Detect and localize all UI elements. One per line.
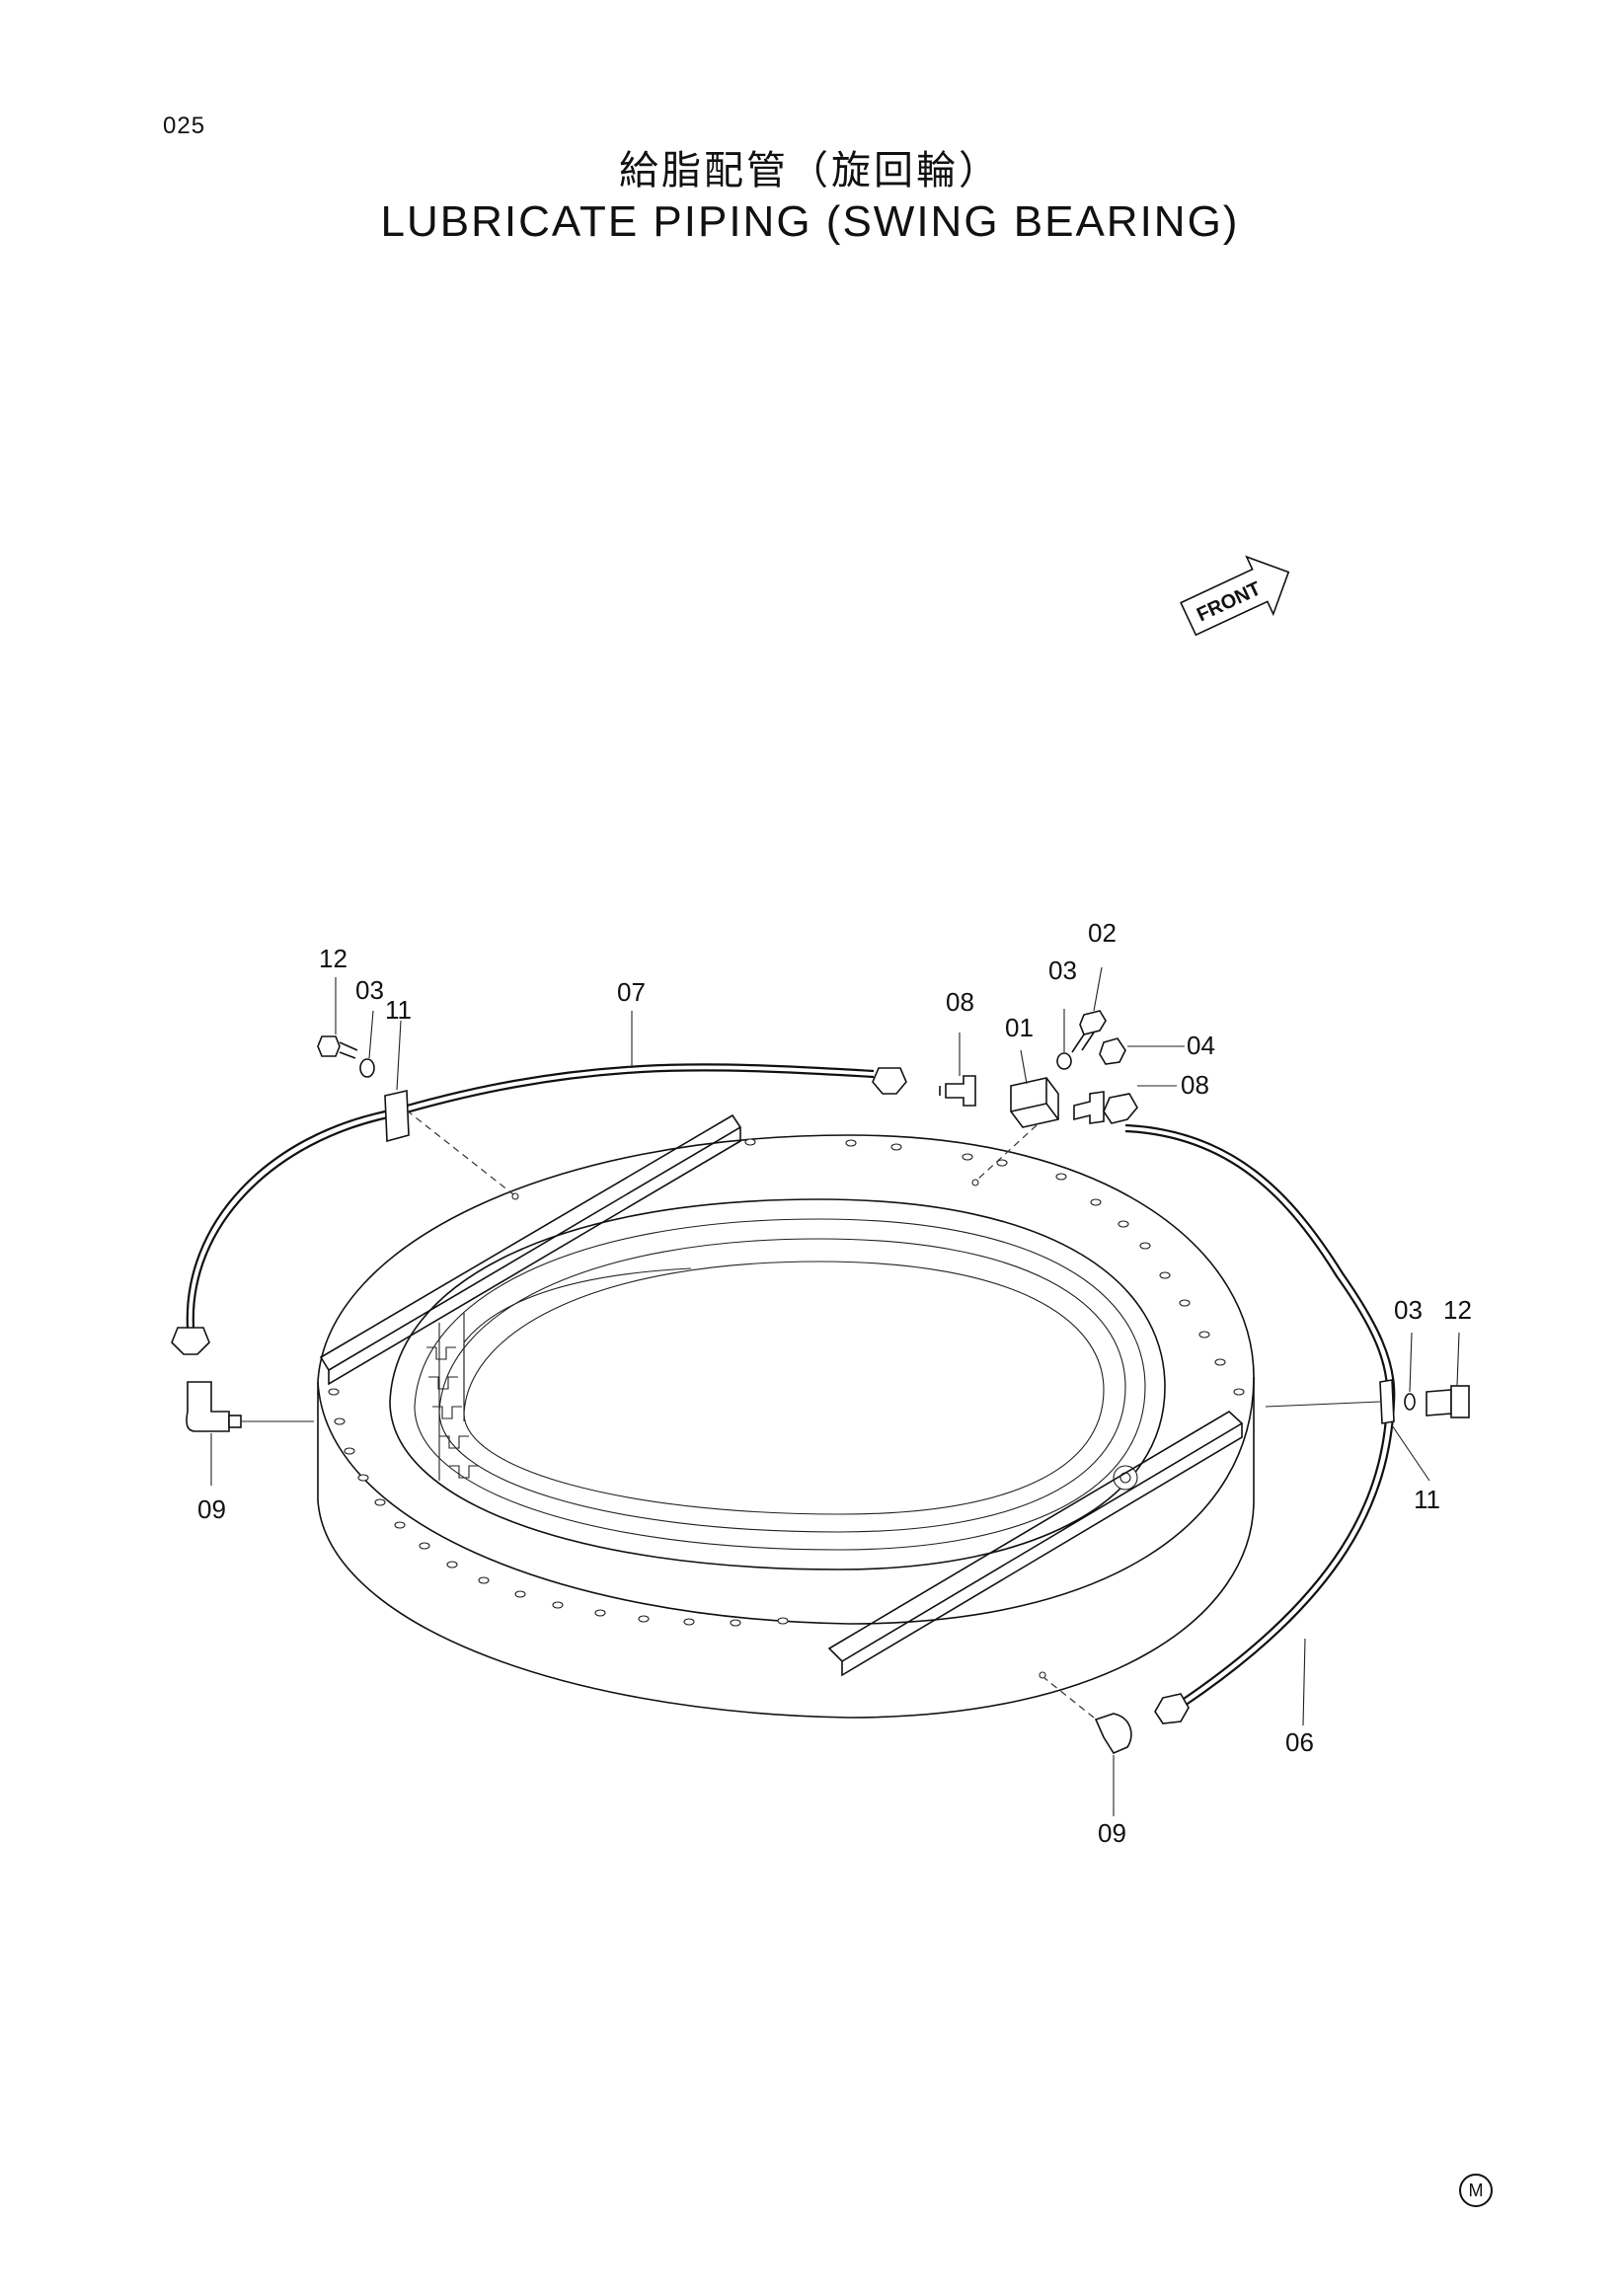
bolt-12-right [1426, 1389, 1452, 1416]
pipe-nut-top [872, 1067, 907, 1095]
washer-03-top [1056, 1052, 1072, 1070]
callout-03-left: 03 [355, 975, 384, 1005]
corner-mark: M [1459, 2174, 1493, 2207]
callout-09-left: 09 [197, 1494, 226, 1524]
callouts: 12 03 11 07 08 01 03 02 04 08 03 12 11 0… [197, 918, 1472, 1848]
ring-inner-wall [463, 1267, 692, 1414]
callout-03-top: 03 [1048, 956, 1077, 985]
callout-06: 06 [1285, 1727, 1314, 1757]
page-number: 025 [163, 113, 206, 139]
callout-01: 01 [1005, 1013, 1034, 1042]
callout-12-left: 12 [319, 944, 347, 973]
grease-fitting-04 [1099, 1037, 1126, 1065]
ring-outer-top-edge [317, 1134, 1255, 1383]
ring-inner-edge-2 [414, 1218, 1146, 1551]
callout-11-left: 11 [385, 995, 412, 1025]
callout-08-right: 08 [1181, 1070, 1209, 1100]
pipe-07 [186, 1063, 875, 1329]
swing-bearing [317, 1134, 1255, 1719]
ring-outer-bottom-edge [317, 1377, 1255, 1719]
guard-plate-left [319, 1113, 742, 1386]
ring-inner-edge-3 [438, 1238, 1126, 1533]
block-01 [1010, 1077, 1059, 1128]
pipe-nut-left [171, 1327, 210, 1355]
guard-plate-right [827, 1411, 1244, 1677]
gear-teeth [426, 1313, 479, 1481]
callout-04: 04 [1187, 1031, 1215, 1060]
title-japanese: 給脂配管（旋回輪） [619, 148, 1001, 193]
leader-lines [335, 966, 1460, 1816]
washer-03-left [359, 1058, 375, 1078]
adapter-08-top [945, 1075, 976, 1107]
clamp-11-right [1379, 1379, 1395, 1424]
callout-09-bottom: 09 [1098, 1818, 1126, 1848]
callout-03-right: 03 [1394, 1295, 1423, 1325]
adapter-08-right [1073, 1091, 1105, 1124]
callout-08-top: 08 [946, 987, 974, 1017]
callout-12-right: 12 [1443, 1295, 1472, 1325]
pipe-nut-right [1103, 1093, 1138, 1124]
pipe-06 [1124, 1123, 1396, 1707]
title-english: LUBRICATE PIPING (SWING BEARING) [380, 197, 1240, 246]
bolt-holes-top [328, 1138, 1245, 1627]
callout-07: 07 [617, 977, 646, 1007]
ring-outer-face-edge [317, 1376, 1255, 1625]
bolt-12-left [317, 1035, 341, 1057]
bolt-02 [1079, 1010, 1107, 1035]
callout-11-right: 11 [1414, 1485, 1440, 1514]
clamp-11-left [384, 1090, 410, 1143]
washer-03-right [1404, 1393, 1416, 1411]
front-arrow-icon: FRONT [1180, 555, 1290, 637]
pipe-nut-bottom [1154, 1693, 1190, 1724]
elbow-09-bottom [1094, 1713, 1132, 1755]
ring-inner-edge-4 [463, 1261, 1105, 1515]
callout-02: 02 [1088, 918, 1117, 948]
ring-inner-edge-1 [389, 1198, 1166, 1570]
elbow-09-left [186, 1381, 230, 1432]
